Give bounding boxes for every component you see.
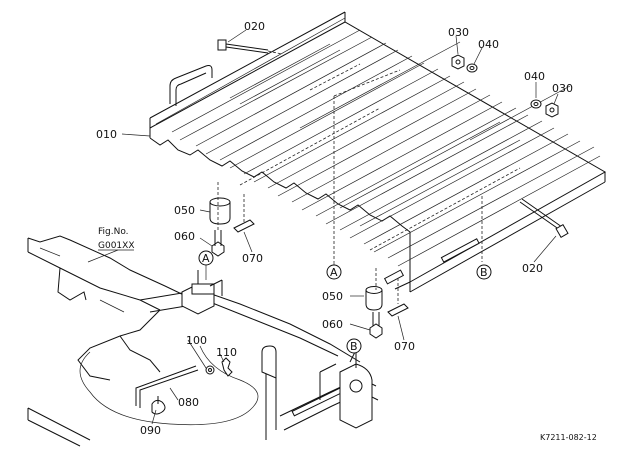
ref-bubble-a-top: A bbox=[326, 262, 342, 280]
bolt-060-left bbox=[211, 182, 225, 257]
part-label-090: 090 bbox=[140, 424, 161, 437]
part-label-020-right: 020 bbox=[522, 262, 543, 275]
leader-lines bbox=[87, 29, 559, 425]
ref-label-a-top: A bbox=[330, 266, 338, 279]
part-label-020-top: 020 bbox=[244, 20, 265, 33]
part-label-040-top: 040 bbox=[478, 38, 499, 51]
nut-030-right bbox=[545, 102, 559, 118]
part-label-010: 010 bbox=[96, 128, 117, 141]
part-label-050-right: 050 bbox=[322, 290, 343, 303]
part-label-060-right: 060 bbox=[322, 318, 343, 331]
bolt-020-top bbox=[217, 39, 283, 55]
washer-040-top bbox=[466, 63, 478, 73]
part-label-030-right: 030 bbox=[552, 82, 573, 95]
cushion-050-left bbox=[209, 197, 231, 225]
ref-bubble-b-top: B bbox=[476, 264, 492, 280]
part-label-060-left: 060 bbox=[174, 230, 195, 243]
floor-panel bbox=[149, 11, 607, 293]
part-label-030-top: 030 bbox=[448, 26, 469, 39]
part-label-080: 080 bbox=[178, 396, 199, 409]
figure-ref-line2: G001XX bbox=[98, 241, 134, 251]
bolt-060-right bbox=[369, 268, 383, 339]
cushion-050-right bbox=[365, 286, 383, 311]
ref-bubble-a-bottom: A bbox=[198, 250, 214, 280]
figure-ref-line1: Fig.No. bbox=[98, 227, 129, 237]
part-label-100: 100 bbox=[186, 334, 207, 347]
rod-linkage bbox=[135, 357, 233, 415]
nut-030-top bbox=[451, 54, 465, 70]
ref-bubble-b-bottom: B bbox=[346, 338, 362, 354]
part-label-070-right: 070 bbox=[394, 340, 415, 353]
ref-label-b-bottom: B bbox=[350, 340, 358, 353]
clip-070-left bbox=[233, 194, 255, 233]
part-label-110: 110 bbox=[216, 346, 237, 359]
ref-label-a-bottom: A bbox=[202, 252, 210, 265]
ref-label-b-top: B bbox=[480, 266, 488, 279]
part-label-050-left: 050 bbox=[174, 204, 195, 217]
part-label-040-right: 040 bbox=[524, 70, 545, 83]
part-label-070-left: 070 bbox=[242, 252, 263, 265]
clip-070-right bbox=[387, 278, 409, 317]
drawing-code: K7211-082-12 bbox=[540, 433, 597, 442]
frame-chassis bbox=[27, 235, 379, 447]
bolt-020-right bbox=[519, 198, 569, 239]
washer-040-right bbox=[530, 99, 542, 109]
